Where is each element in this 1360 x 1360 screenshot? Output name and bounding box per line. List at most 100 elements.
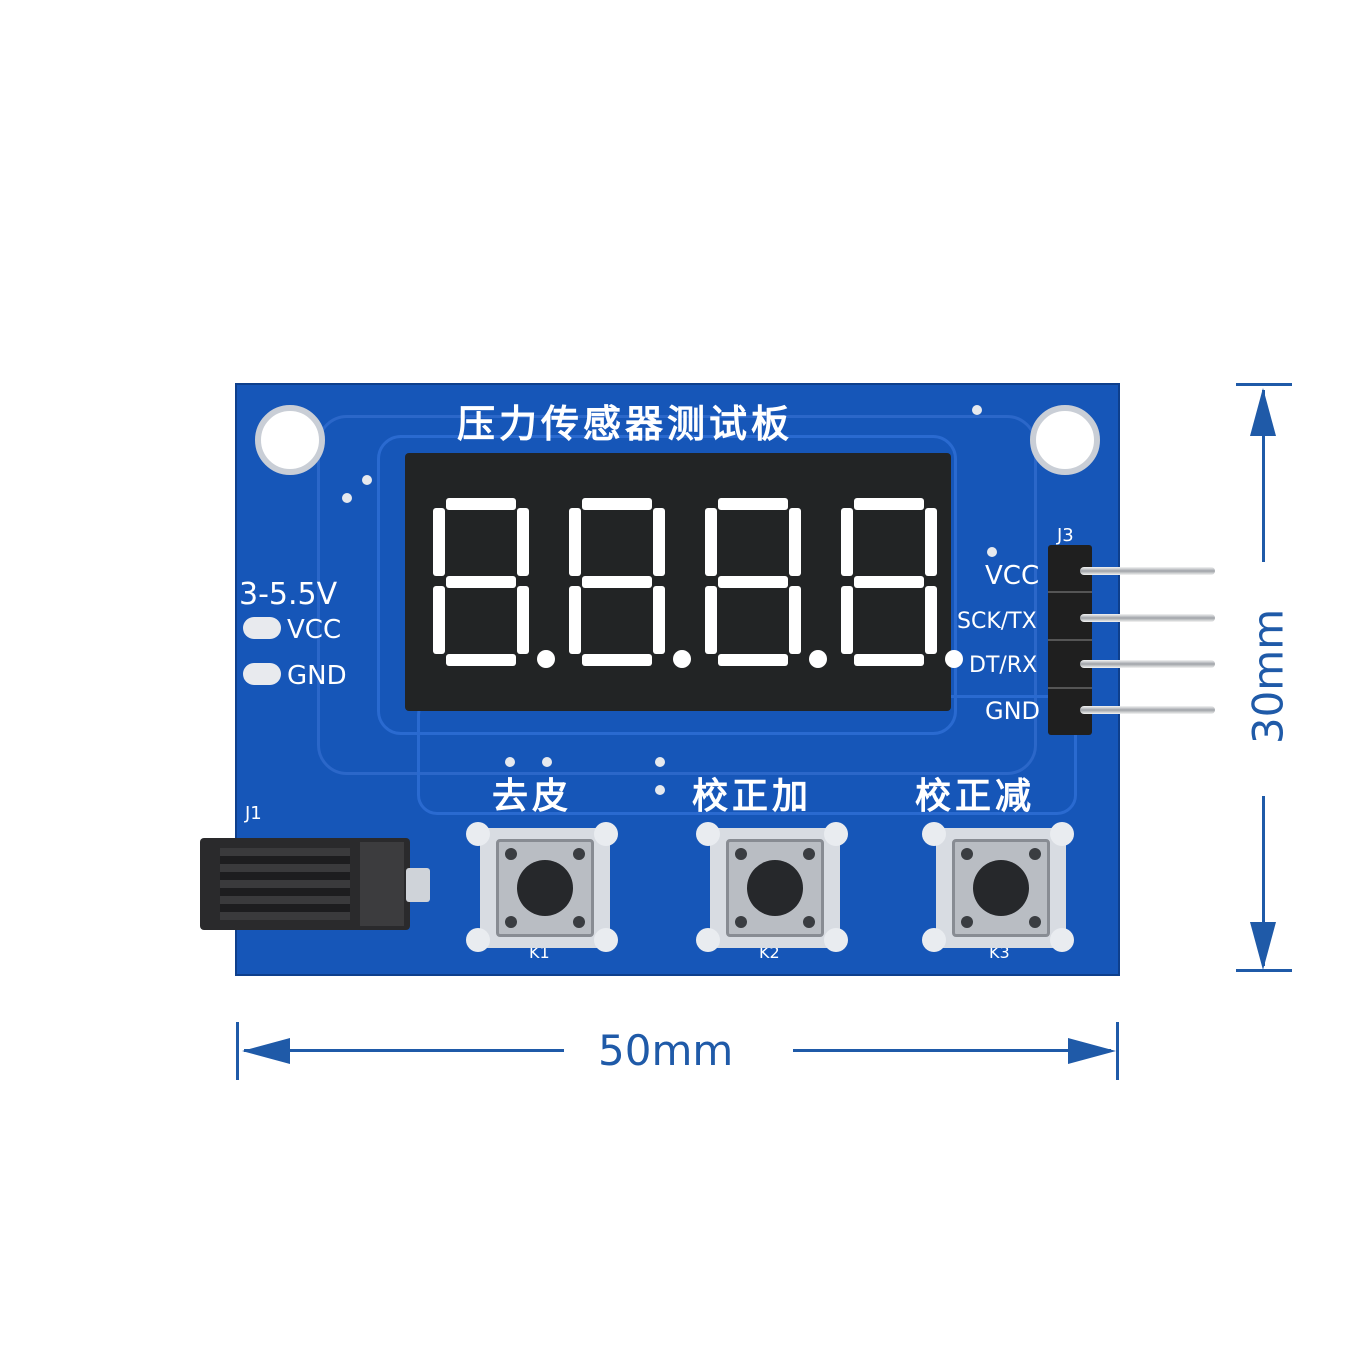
display-segment — [705, 508, 717, 576]
button-housing — [496, 839, 594, 937]
button-rivet — [961, 916, 973, 928]
dim-height-line-bottom — [1262, 796, 1265, 966]
dim-height-label: 30mm — [1243, 608, 1293, 745]
button-solder-pad — [594, 928, 618, 952]
display-segment — [789, 508, 801, 576]
header-pin — [1080, 706, 1215, 714]
header-divider — [1048, 591, 1092, 593]
button-rivet — [505, 848, 517, 860]
button-label-tare: 去皮 — [492, 776, 573, 817]
display-segment — [841, 586, 853, 654]
display-segment — [582, 654, 652, 666]
display-segment — [446, 576, 516, 588]
cal-minus-button[interactable] — [922, 822, 1074, 952]
display-segment — [446, 654, 516, 666]
trace — [317, 415, 1037, 775]
header-pin — [1080, 614, 1215, 622]
button-solder-pad — [1050, 928, 1074, 952]
button-cap[interactable] — [517, 860, 573, 916]
decimal-point — [673, 650, 691, 668]
header-pin — [1080, 567, 1215, 575]
display-segment — [854, 654, 924, 666]
header-divider — [1048, 687, 1092, 689]
j3-label: J3 — [1057, 525, 1074, 546]
display-digit — [433, 498, 555, 668]
button-rivet — [735, 848, 747, 860]
display-segment — [433, 508, 445, 576]
display-digit — [569, 498, 691, 668]
display-segment — [854, 498, 924, 510]
display-segment — [446, 498, 516, 510]
button-rivet — [803, 916, 815, 928]
button-solder-pad — [922, 822, 946, 846]
dim-height-tick-bottom — [1236, 969, 1292, 972]
via — [972, 405, 982, 415]
via — [655, 757, 665, 767]
header-pin — [1080, 660, 1215, 668]
display-segment — [718, 498, 788, 510]
via — [342, 493, 352, 503]
button-solder-pad — [594, 822, 618, 846]
display-segment — [569, 586, 581, 654]
j3-pin-dt-rx: DT/RX — [969, 653, 1038, 678]
mounting-hole — [1030, 405, 1100, 475]
button-label-cal-minus: 校正减 — [915, 776, 1036, 817]
display-segment — [582, 498, 652, 510]
dim-arrow-down-icon — [1250, 922, 1276, 970]
j3-header — [1048, 545, 1092, 735]
button-label-cal-plus: 校正加 — [692, 776, 813, 817]
cal-plus-button[interactable] — [696, 822, 848, 952]
button-rivet — [573, 848, 585, 860]
tare-button[interactable] — [466, 822, 618, 952]
display-segment — [517, 508, 529, 576]
display-segment — [854, 576, 924, 588]
connector-ribs — [220, 848, 350, 920]
button-housing — [726, 839, 824, 937]
button-solder-pad — [696, 928, 720, 952]
decimal-point — [809, 650, 827, 668]
gnd-pad — [243, 663, 281, 685]
voltage-label: 3-5.5V — [239, 577, 338, 612]
board-title: 压力传感器测试板 — [457, 402, 794, 446]
decimal-point — [945, 650, 963, 668]
via — [655, 785, 665, 795]
dim-arrow-up-icon — [1250, 388, 1276, 436]
j3-pin-sck-tx: SCK/TX — [957, 609, 1037, 634]
display-segment — [582, 576, 652, 588]
j1-label: J1 — [245, 803, 262, 824]
vcc-label: VCC — [287, 615, 342, 645]
button-housing — [952, 839, 1050, 937]
button-solder-pad — [1050, 822, 1074, 846]
display-segment — [841, 508, 853, 576]
connector-latch — [406, 868, 430, 902]
display-segment — [925, 586, 937, 654]
display-segment — [653, 508, 665, 576]
connector-body — [360, 842, 404, 926]
button-cap[interactable] — [747, 860, 803, 916]
trace — [377, 435, 957, 735]
button-cap[interactable] — [973, 860, 1029, 916]
gnd-label: GND — [287, 661, 347, 691]
button-rivet — [803, 848, 815, 860]
dim-width-tick-left — [236, 1022, 239, 1080]
display-segment — [569, 508, 581, 576]
button-rivet — [961, 848, 973, 860]
display-segment — [925, 508, 937, 576]
dim-arrow-right-icon — [1068, 1038, 1116, 1064]
button-solder-pad — [466, 928, 490, 952]
display-segment — [705, 586, 717, 654]
dim-width-line-left — [244, 1049, 564, 1052]
button-rivet — [735, 916, 747, 928]
display-segment — [718, 576, 788, 588]
dim-width-line-right — [793, 1049, 1111, 1052]
button-solder-pad — [922, 928, 946, 952]
seven-segment-display — [405, 453, 963, 711]
dim-height-line-top — [1262, 390, 1265, 562]
display-digit — [705, 498, 827, 668]
dim-arrow-left-icon — [242, 1038, 290, 1064]
header-divider — [1048, 639, 1092, 641]
via — [362, 475, 372, 485]
display-segment — [653, 586, 665, 654]
button-solder-pad — [466, 822, 490, 846]
button-rivet — [573, 916, 585, 928]
